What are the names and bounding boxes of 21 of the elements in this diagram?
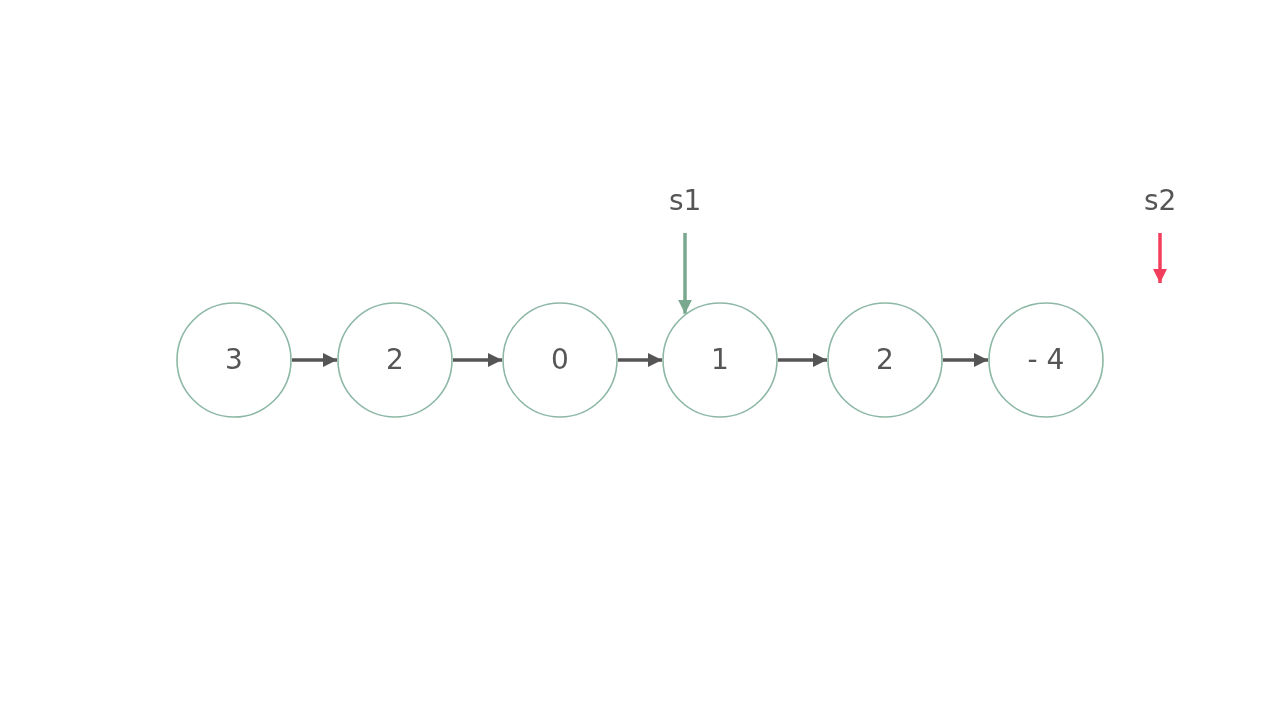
pointer-label: s2 <box>1144 187 1177 215</box>
list-node-circle <box>988 302 1104 418</box>
pointer-label: s1 <box>669 187 702 215</box>
node-value: - 4 <box>1027 346 1065 374</box>
list-node-circle <box>502 302 618 418</box>
arrow <box>618 353 662 367</box>
node-value: 2 <box>386 346 404 374</box>
arrow <box>678 233 692 314</box>
node-value: 1 <box>711 346 729 374</box>
arrow <box>778 353 827 367</box>
list-node-circle <box>827 302 943 418</box>
node-value: 3 <box>225 346 243 374</box>
arrow <box>292 353 337 367</box>
arrow <box>1153 233 1167 283</box>
arrow <box>943 353 988 367</box>
node-value: 0 <box>551 346 569 374</box>
node-value: 2 <box>876 346 894 374</box>
list-node-circle <box>662 302 778 418</box>
list-node-circle <box>176 302 292 418</box>
list-node-circle <box>337 302 453 418</box>
arrow <box>453 353 502 367</box>
